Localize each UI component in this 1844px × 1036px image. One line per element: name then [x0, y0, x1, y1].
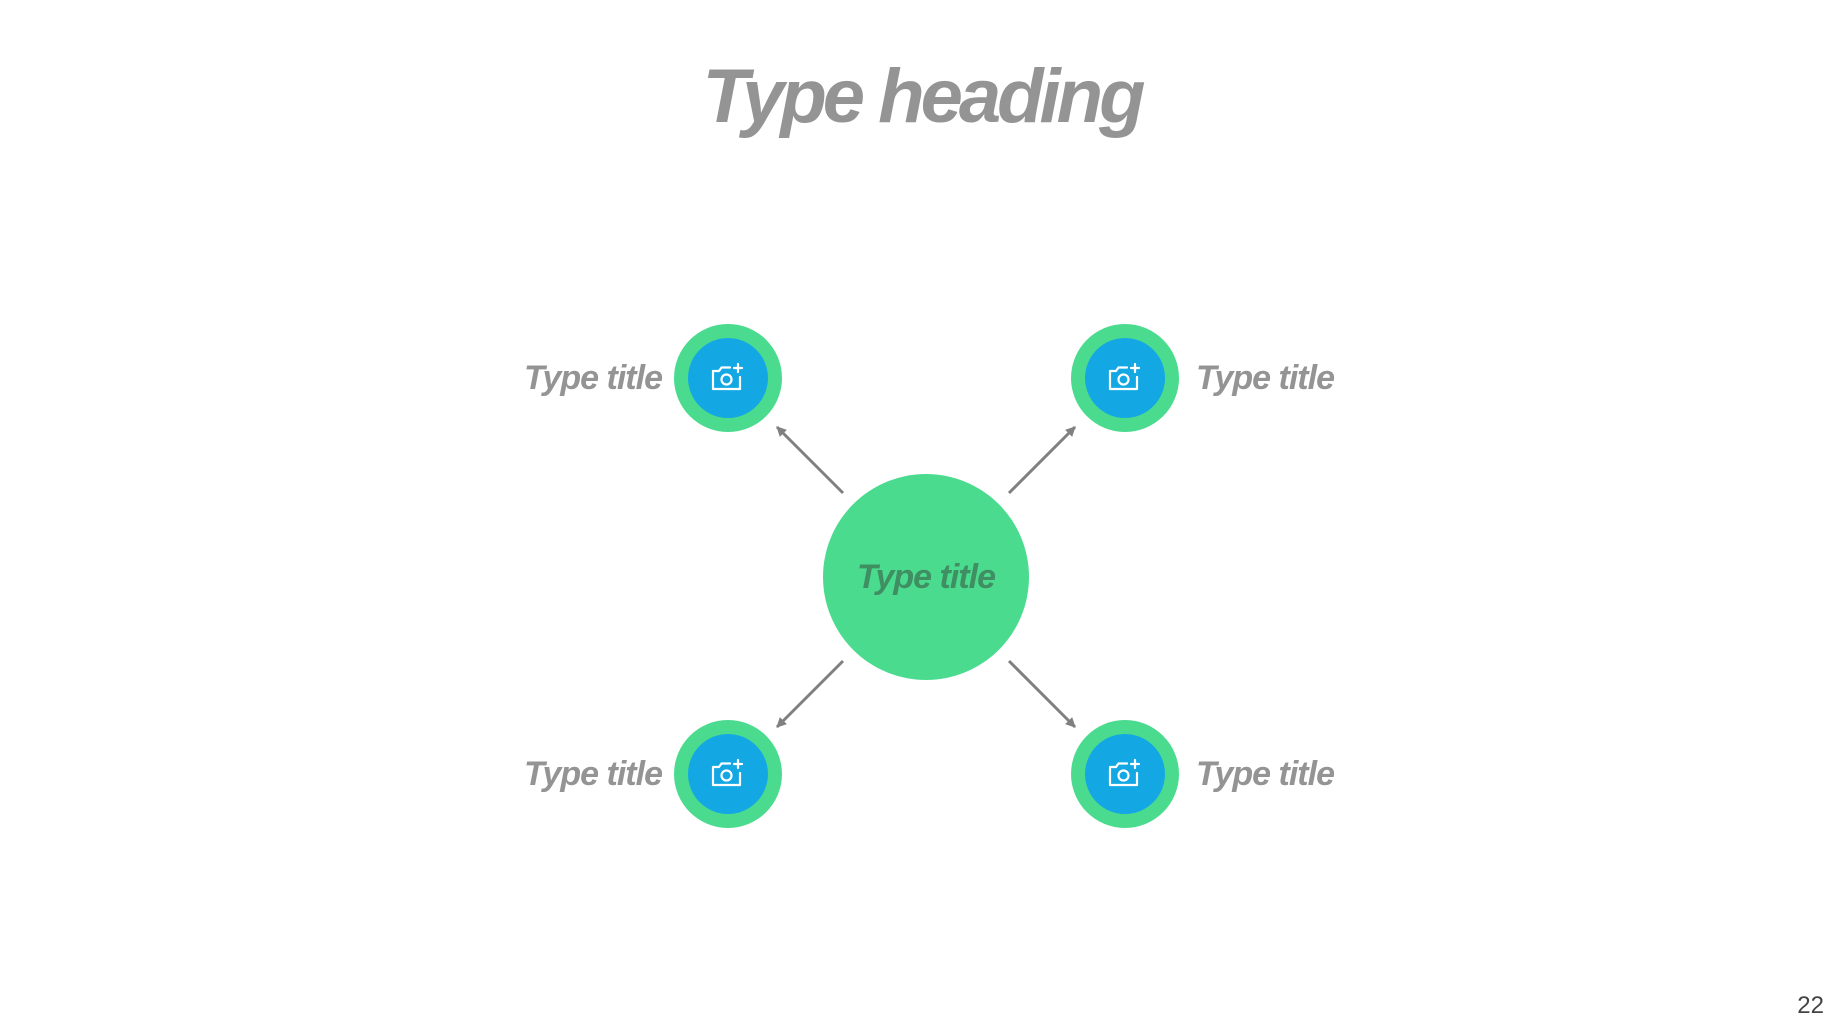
node-bottom-left — [674, 720, 782, 828]
camera-add-icon — [1108, 758, 1141, 787]
node-bottom-right-label: Type title — [1196, 755, 1335, 793]
center-node: Type title — [823, 474, 1029, 680]
arrow-top-right — [1007, 425, 1077, 495]
page-number: 22 — [1797, 992, 1824, 1019]
arrow-bottom-left — [775, 659, 845, 729]
arrow-top-left — [775, 425, 845, 495]
image-placeholder[interactable] — [1085, 338, 1165, 418]
arrow-bottom-right — [1007, 659, 1077, 729]
camera-add-icon — [711, 758, 744, 787]
node-bottom-right — [1071, 720, 1179, 828]
node-top-left-label: Type title — [524, 359, 663, 397]
camera-add-icon — [711, 362, 744, 391]
slide-heading: Type heading — [702, 54, 1145, 139]
image-placeholder[interactable] — [688, 734, 768, 814]
node-top-right-label: Type title — [1196, 359, 1335, 397]
node-bottom-left-label: Type title — [524, 755, 663, 793]
center-node-label: Type title — [857, 557, 996, 596]
node-top-left — [674, 324, 782, 432]
image-placeholder[interactable] — [1085, 734, 1165, 814]
camera-add-icon — [1108, 362, 1141, 391]
node-top-right — [1071, 324, 1179, 432]
image-placeholder[interactable] — [688, 338, 768, 418]
